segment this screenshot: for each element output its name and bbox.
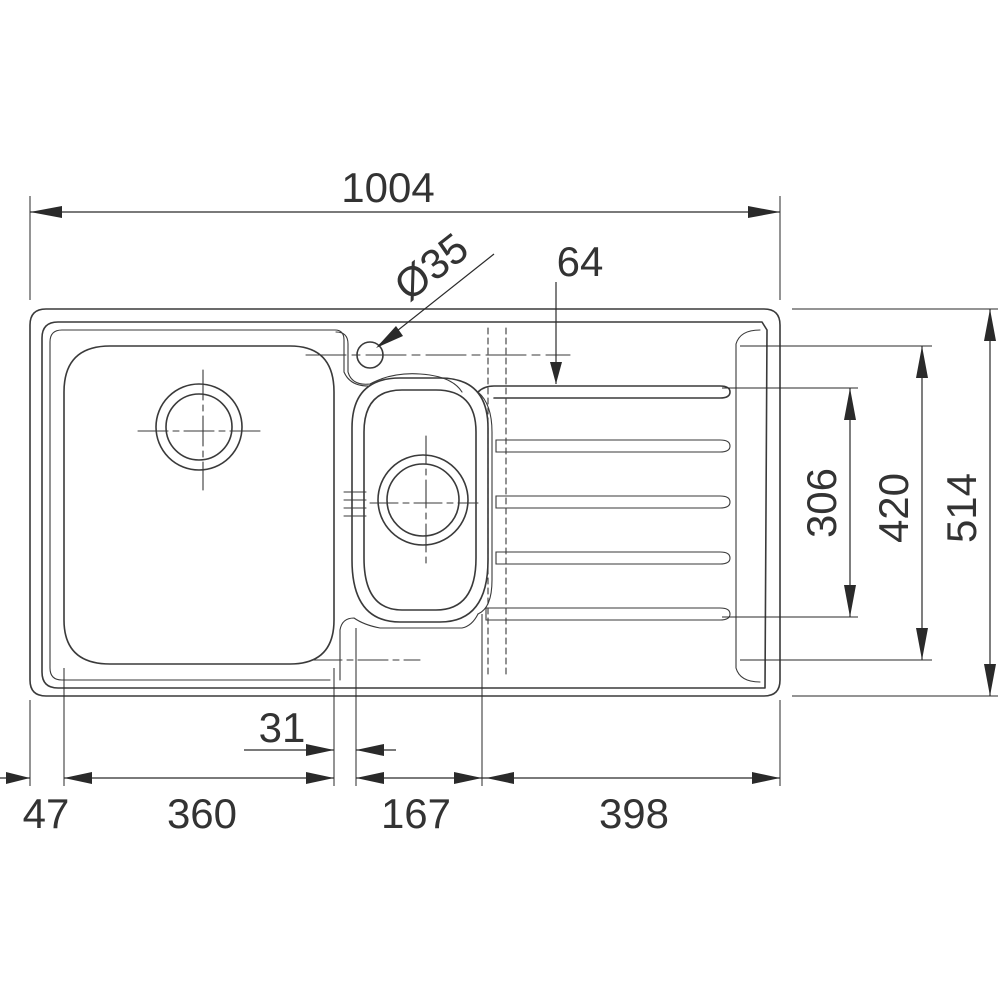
main-bowl	[63, 345, 335, 665]
dimension-tap-offset: 64	[550, 238, 603, 384]
tap-hole	[305, 341, 571, 369]
sink-body	[29, 308, 781, 697]
drainer	[311, 327, 761, 683]
sink-outer-frame	[29, 308, 781, 697]
bowl-divider-lower	[339, 613, 479, 681]
dimension-bowl-gap: 31	[244, 704, 396, 756]
sink-inner-rim	[41, 321, 768, 689]
dim-label-drainer-width: 398	[599, 790, 669, 837]
dimension-bottom-chain: 47 360 167 398	[0, 614, 781, 837]
dim-label-main-bowl-width: 360	[167, 790, 237, 837]
dimension-overall-width: 1004	[29, 164, 781, 300]
drainer-groove-3	[495, 551, 731, 565]
drainer-groove-2	[495, 495, 731, 509]
dimension-drainer-depth: 306	[722, 387, 858, 618]
main-drain-outer	[155, 383, 243, 471]
second-bowl-outer	[351, 377, 489, 623]
drainer-edge	[477, 391, 493, 615]
sink-rim-lip	[61, 329, 369, 387]
drainer-outline	[477, 385, 731, 399]
sink-rim-lip-left	[49, 329, 331, 681]
drainer-right-channel	[735, 329, 761, 683]
second-drain-outer	[377, 454, 469, 546]
dim-label-overall-width: 1004	[341, 164, 434, 211]
dim-label-left-margin: 47	[23, 790, 70, 837]
drainer-groove-4	[485, 607, 731, 621]
main-drain-inner	[165, 393, 233, 461]
second-drain-inner	[386, 463, 460, 537]
drainer-groove-1	[495, 439, 731, 453]
dim-label-bowl-gap: 31	[259, 704, 306, 751]
second-bowl	[343, 377, 489, 623]
dim-label-tap-hole-diameter: Ø35	[385, 224, 476, 310]
bowl-divider-ridge	[335, 331, 463, 393]
dimension-tap-hole-diameter: Ø35	[376, 224, 495, 348]
dim-label-drainer-depth: 306	[798, 468, 845, 538]
dimension-bowl-depth: 420	[740, 345, 932, 661]
dim-label-overall-depth: 514	[938, 473, 985, 543]
dim-label-tap-offset: 64	[557, 238, 604, 285]
main-bowl-outline	[63, 345, 335, 665]
dim-label-bowl-depth: 420	[870, 473, 917, 543]
dim-label-second-bowl-width: 167	[381, 790, 451, 837]
dimension-overall-depth: 514	[792, 308, 998, 697]
second-bowl-inner	[363, 389, 477, 611]
